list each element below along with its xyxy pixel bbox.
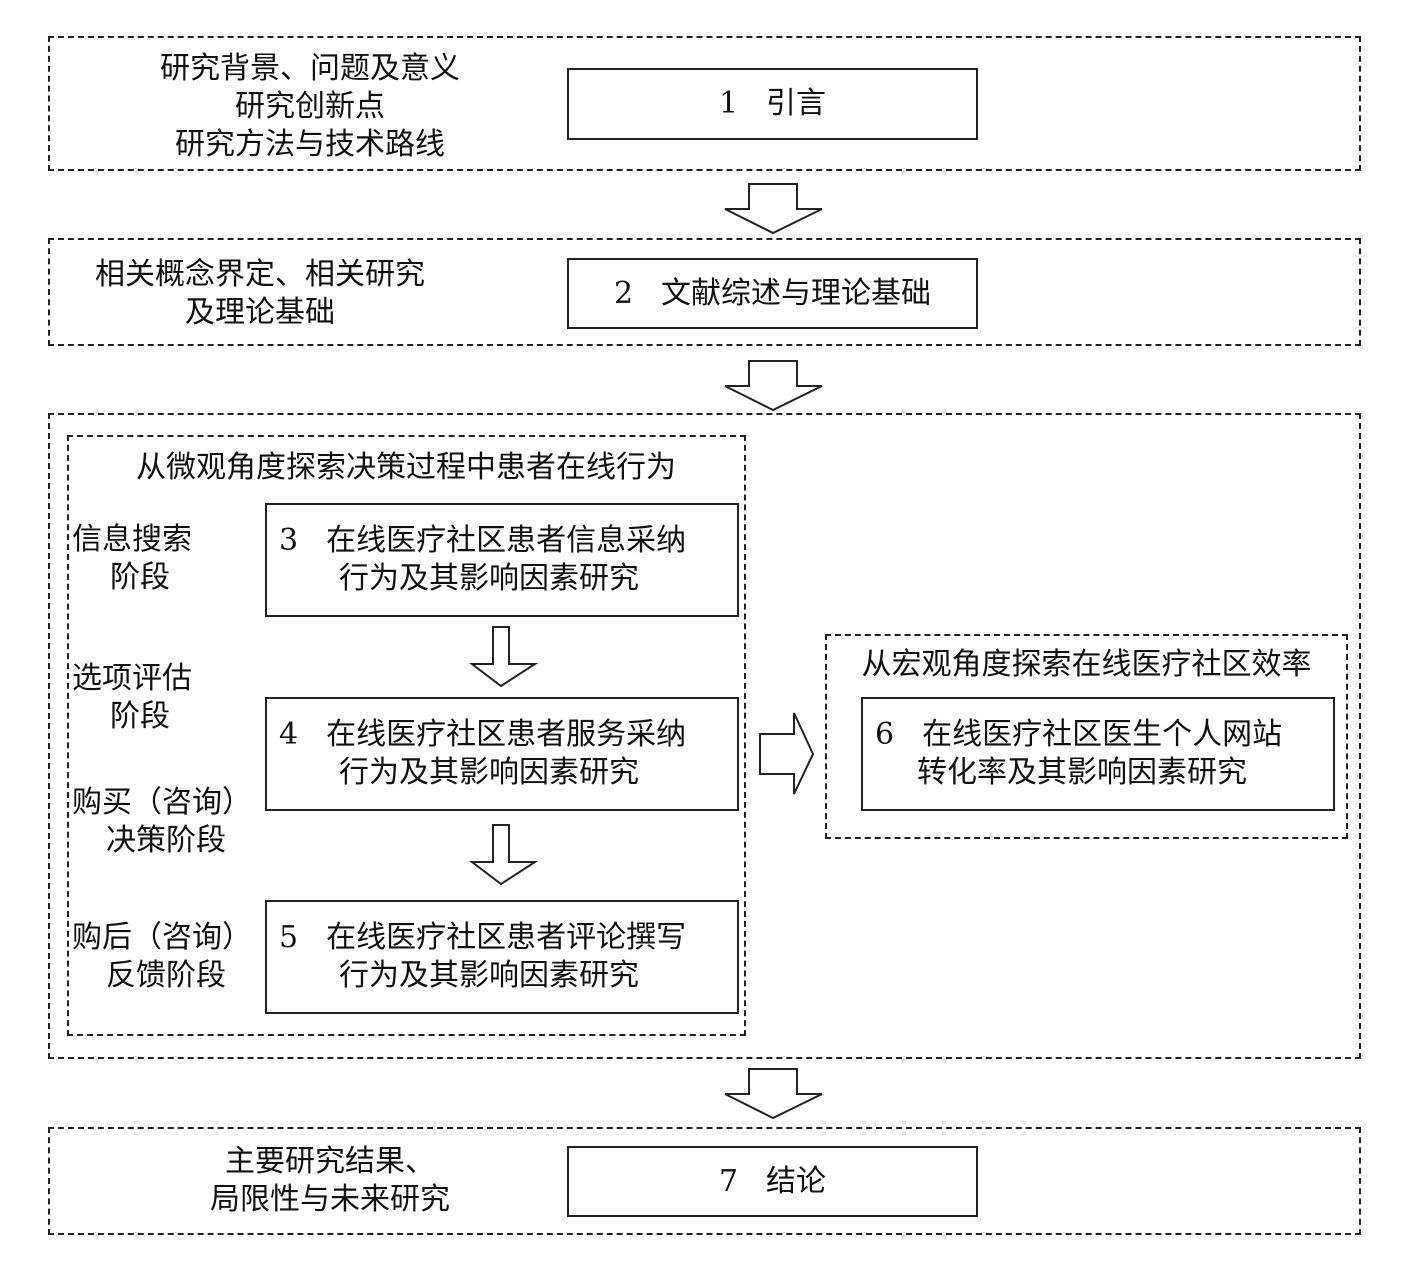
down-arrow-icon — [724, 183, 823, 235]
chapter-box-4[interactable]: 4 在线医疗社区患者服务采纳 行为及其影响因素研究 — [265, 697, 739, 811]
chapter-number: 4 — [279, 717, 299, 752]
down-arrow-icon — [469, 626, 539, 688]
chapter-title: 引言 — [766, 86, 827, 121]
section-conclusion-notes: 主要研究结果、 局限性与未来研究 — [170, 1143, 490, 1219]
chapter-number: 6 — [875, 717, 895, 752]
down-arrow-icon — [469, 824, 539, 886]
macro-heading: 从宏观角度探索在线医疗社区效率 — [861, 647, 1312, 682]
chapter-title: 文献综述与理论基础 — [661, 275, 932, 311]
stage-label: 信息搜索 阶段 — [72, 522, 192, 595]
chapter-title: 结论 — [766, 1163, 827, 1199]
chapter-box-1[interactable]: 1 引言 — [567, 68, 978, 140]
note-line: 研究创新点 — [235, 89, 385, 124]
micro-heading: 从微观角度探索决策过程中患者在线行为 — [136, 450, 676, 485]
chapter-title-line1: 在线医疗社区患者信息采纳 — [326, 523, 687, 558]
chapter-number: 1 — [718, 86, 739, 121]
right-arrow-icon — [759, 712, 815, 795]
chapter-number: 7 — [718, 1163, 739, 1199]
chapter-number: 5 — [279, 920, 299, 955]
macro-perspective-group — [825, 634, 1348, 839]
micro-perspective-group — [67, 435, 746, 1036]
note-line: 主要研究结果、 — [225, 1144, 435, 1179]
chapter-title-line1: 在线医疗社区患者服务采纳 — [326, 717, 687, 752]
chapter-number: 2 — [613, 275, 634, 311]
note-line: 及理论基础 — [185, 295, 335, 330]
chapter-title-line2: 行为及其影响因素研究 — [339, 958, 639, 993]
chapter-box-6[interactable]: 6 在线医疗社区医生个人网站 转化率及其影响因素研究 — [861, 697, 1335, 811]
chapter-title-line2: 行为及其影响因素研究 — [339, 755, 639, 790]
note-line: 局限性与未来研究 — [210, 1182, 450, 1217]
section-main-research — [48, 413, 1361, 1059]
chapter-title-line1: 在线医疗社区医生个人网站 — [922, 717, 1283, 752]
chapter-box-7[interactable]: 7 结论 — [567, 1146, 978, 1217]
chapter-title-line2: 转化率及其影响因素研究 — [917, 755, 1247, 790]
down-arrow-icon — [724, 360, 823, 412]
section-literature — [48, 238, 1361, 346]
section-literature-notes: 相关概念界定、相关研究 及理论基础 — [70, 256, 450, 332]
chapter-box-2[interactable]: 2 文献综述与理论基础 — [567, 258, 978, 329]
chapter-box-3[interactable]: 3 在线医疗社区患者信息采纳 行为及其影响因素研究 — [265, 503, 739, 617]
chapter-number: 3 — [279, 523, 299, 558]
section-conclusion — [48, 1127, 1361, 1235]
chapter-box-5[interactable]: 5 在线医疗社区患者评论撰写 行为及其影响因素研究 — [265, 900, 739, 1014]
stage-label: 购后（咨询） 反馈阶段 — [72, 920, 252, 993]
note-line: 研究方法与技术路线 — [175, 127, 445, 162]
chapter-title-line2: 行为及其影响因素研究 — [339, 561, 639, 596]
chapter-title-line1: 在线医疗社区患者评论撰写 — [326, 920, 687, 955]
section-introduction — [48, 36, 1361, 171]
stage-label: 选项评估 阶段 — [72, 661, 192, 734]
note-line: 研究背景、问题及意义 — [160, 51, 460, 86]
section-introduction-notes: 研究背景、问题及意义 研究创新点 研究方法与技术路线 — [110, 50, 510, 164]
down-arrow-icon — [724, 1068, 823, 1120]
note-line: 相关概念界定、相关研究 — [95, 257, 425, 292]
stage-label: 购买（咨询） 决策阶段 — [72, 785, 252, 858]
